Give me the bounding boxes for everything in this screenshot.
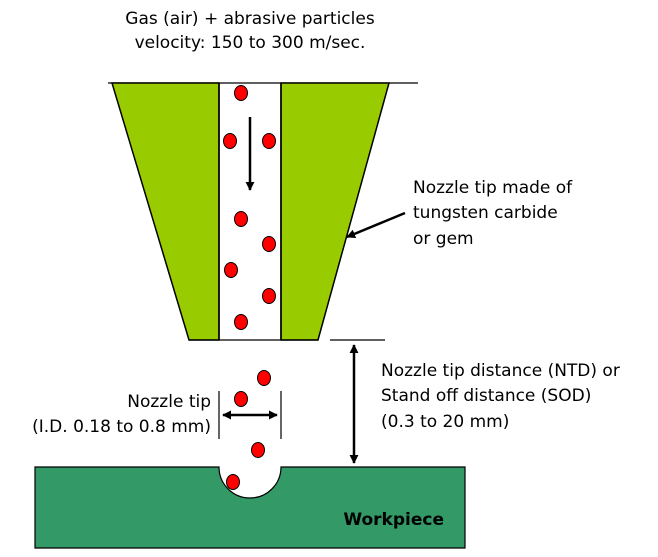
particle bbox=[224, 262, 238, 278]
header-line-2: velocity: 150 to 300 m/sec. bbox=[135, 33, 366, 53]
particle bbox=[262, 288, 276, 304]
particle bbox=[234, 391, 248, 407]
workpiece-block bbox=[34, 466, 466, 549]
particle bbox=[234, 211, 248, 227]
header-line-1: Gas (air) + abrasive particles bbox=[125, 9, 375, 29]
standoff-line-1: Nozzle tip distance (NTD) or bbox=[381, 361, 620, 381]
abrasive-particles-in-nozzle bbox=[223, 85, 276, 330]
standoff-line-3: (0.3 to 20 mm) bbox=[381, 412, 509, 432]
particle bbox=[226, 474, 240, 490]
standoff-line-2: Stand off distance (SOD) bbox=[381, 386, 591, 406]
particle bbox=[257, 370, 271, 386]
particle bbox=[223, 133, 237, 149]
nozzle-wall-right bbox=[280, 82, 390, 341]
abrasive-particles-in-jet bbox=[226, 370, 271, 490]
particle bbox=[251, 442, 265, 458]
nozzle-material-line-3: or gem bbox=[413, 229, 474, 249]
nozzle-material-line-1: Nozzle tip made of bbox=[413, 178, 573, 198]
particle bbox=[234, 85, 248, 101]
nozzle-material-line-2: tungsten carbide bbox=[413, 203, 558, 223]
nozzle-material-pointer-arrow bbox=[346, 211, 406, 239]
nozzle-tip-line-1: Nozzle tip bbox=[127, 392, 211, 412]
particle bbox=[262, 236, 276, 252]
particle bbox=[262, 133, 276, 149]
nozzle-wall-left bbox=[110, 82, 220, 341]
workpiece-label: Workpiece bbox=[343, 510, 444, 530]
particle bbox=[234, 314, 248, 330]
nozzle-tip-line-2: (I.D. 0.18 to 0.8 mm) bbox=[32, 417, 211, 437]
